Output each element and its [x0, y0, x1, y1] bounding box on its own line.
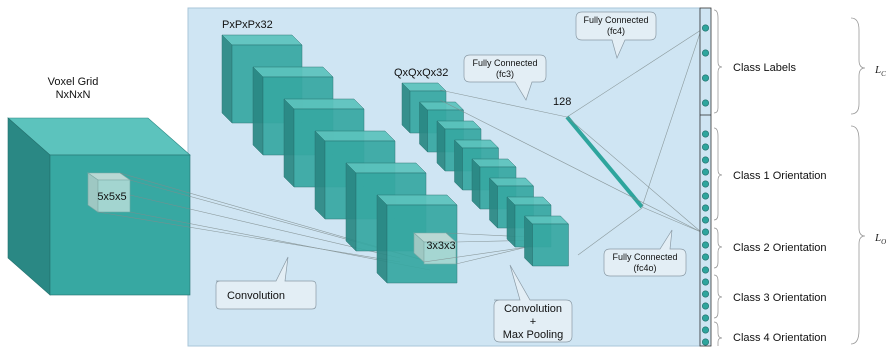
output-class3-orientation: Class 3 Orientation: [733, 292, 827, 304]
output-class1-orientation: Class 1 Orientation: [733, 170, 827, 182]
output-nodes: [701, 24, 709, 346]
output-node: [701, 180, 709, 188]
output-node: [701, 241, 709, 249]
output-class-labels: Class Labels: [733, 62, 796, 74]
callout-fc4o-line2: (fc4o): [633, 263, 656, 273]
conv2-label: QxQxQx32: [394, 67, 448, 79]
output-node: [701, 130, 709, 138]
loss-lo: LO: [874, 232, 886, 246]
output-node: [701, 216, 709, 224]
output-column: [699, 7, 712, 347]
output-node: [701, 49, 709, 57]
callout-conv-pool-line3: Max Pooling: [503, 329, 564, 341]
output-node: [701, 168, 709, 176]
callout-conv-pool: [493, 264, 573, 343]
voxel-grid-size: NxNxN: [56, 89, 91, 101]
fc-128-layer: [565, 115, 644, 209]
fc-input-lines: [439, 89, 643, 256]
callout-fc4: [575, 11, 657, 60]
output-node: [701, 302, 709, 310]
conv2-map-8: [523, 215, 570, 267]
conv1-feature-maps: [221, 34, 458, 284]
output-node: [701, 266, 709, 274]
loss-lc: LC: [874, 64, 886, 78]
callout-fc4o-line1: Fully Connected: [612, 252, 677, 262]
output-node: [701, 290, 709, 298]
output-node: [701, 143, 709, 151]
output-node: [701, 204, 709, 212]
output-node: [701, 253, 709, 261]
output-node: [701, 338, 709, 346]
output-node: [701, 314, 709, 322]
output-class2-orientation: Class 2 Orientation: [733, 242, 827, 254]
input-kernel-box: [97, 179, 131, 213]
callout-convolution: [215, 256, 317, 310]
output-node: [701, 74, 709, 82]
output-node: [701, 99, 709, 107]
fc-size-label: 128: [553, 96, 571, 108]
callout-fc3: [463, 54, 547, 101]
output-node: [701, 24, 709, 32]
conv1-label: PxPxPx32: [222, 19, 273, 31]
callout-convolution-text: Convolution: [227, 290, 285, 302]
callout-conv-pool-line1: Convolution: [504, 303, 562, 315]
output-brackets: [713, 9, 723, 346]
callout-fc3-line2: (fc3): [496, 69, 514, 79]
output-node: [701, 228, 709, 236]
output-node: [701, 326, 709, 334]
output-class4-orientation: Class 4 Orientation: [733, 332, 827, 344]
voxel-grid-title: Voxel Grid: [48, 76, 99, 88]
conv2-feature-maps: [401, 82, 570, 267]
output-node: [701, 278, 709, 286]
fc-output-lines: [439, 29, 702, 233]
input-kernel-label: 5x5x5: [97, 191, 126, 203]
callout-fc4-line1: Fully Connected: [583, 15, 648, 25]
callout-conv-pool-line2: +: [530, 316, 536, 328]
voxel-grid-cube: [7, 117, 191, 296]
callout-fc3-line1: Fully Connected: [472, 58, 537, 68]
conv1-kernel-label: 3x3x3: [426, 240, 455, 252]
callout-fc4-line2: (fc4): [607, 26, 625, 36]
callout-fc4o: [603, 229, 687, 277]
output-node: [701, 192, 709, 200]
loss-brackets: [850, 17, 866, 345]
output-node: [701, 156, 709, 164]
